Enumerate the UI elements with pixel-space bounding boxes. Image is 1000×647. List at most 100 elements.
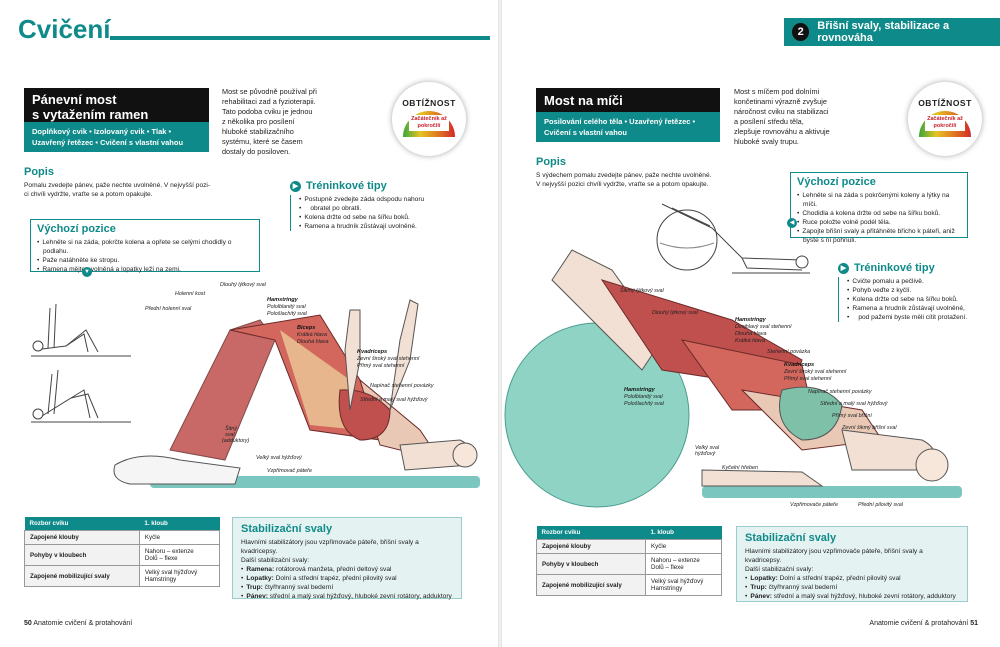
label-text: Dlouhý lýtkový sval xyxy=(220,282,267,288)
stab-item: Ramena: rotátorová manžeta, přední delto… xyxy=(241,565,453,574)
exercise-tags: Doplňkový cvik • Izolovaný cvik • Tlak •… xyxy=(24,122,209,152)
stab-heading: Stabilizační svaly xyxy=(241,523,333,535)
page-footer: Anatomie cvičení & protahování 51 xyxy=(869,620,978,627)
right-page: 2 Břišní svaly, stabilizace a rovnováha … xyxy=(502,0,1000,647)
label-text: Napínač stehenní povázky xyxy=(370,383,434,389)
tip-item: Ramena a hrudník zůstávají uvolněné. xyxy=(299,222,470,231)
start-item: Paže natáhněte ke stropu. xyxy=(42,256,251,265)
difficulty-value: Začátečník až pokročilí xyxy=(925,115,965,131)
tips-heading: Tréninkové tipy xyxy=(306,180,387,192)
label-text: Biceps xyxy=(297,325,315,331)
tips-heading: Tréninkové tipy xyxy=(854,262,935,274)
chapter-number: 2 xyxy=(792,23,810,41)
bridge-illustration xyxy=(113,299,480,488)
start-position-box: Výchozí pozice Lehněte si na záda, pokrč… xyxy=(30,219,260,274)
tip-item: obratel po obratli. xyxy=(310,205,362,212)
chapter-title: Břišní svaly, stabilizace a rovnováha xyxy=(817,20,950,44)
label-text: Velký sval xyxy=(695,445,720,451)
page-number: 51 xyxy=(970,620,978,627)
exercise-tags: Posilování celého těla • Uzavřený řetěze… xyxy=(536,112,720,142)
tip-item: Cvičte pomalu a pečlivě. xyxy=(847,277,998,286)
tags-line2: Uzavřený řetězec • Cvičení s vlastní vah… xyxy=(32,138,184,147)
label-text: Hamstringy xyxy=(735,317,767,323)
table-header: Rozbor cviku xyxy=(536,526,646,540)
table-header: 1. kloub xyxy=(139,517,220,531)
label-text: Zevní široký sval stehenní xyxy=(783,369,847,375)
label-text: Přímý sval stehenní xyxy=(357,363,405,369)
label-text: Šikmý lýtkový sval xyxy=(620,287,665,294)
label-text: Dlouhá hlava xyxy=(735,331,766,337)
start-item: Lehněte si na záda, pokrčte kolena a opř… xyxy=(42,238,251,256)
difficulty-label: OBTÍŽNOST xyxy=(402,98,456,108)
label-text: hýžďový xyxy=(695,451,715,457)
start-heading: Výchozí pozice xyxy=(797,176,876,188)
stab-intro2: Další stabilizační svaly: xyxy=(745,566,814,573)
label-text: Pološlachitý sval xyxy=(624,401,665,407)
label-text: Vzpřimovače páteře xyxy=(790,502,838,508)
ball-thumbnail xyxy=(656,203,810,274)
difficulty-gauge: Začátečník až pokročilí xyxy=(403,111,455,137)
table-header: 1. kloub xyxy=(645,526,722,540)
stabilizers-box: Stabilizační svaly Hlavními stabilizátor… xyxy=(232,517,462,601)
stab-item: Lopatky: Dolní a střední trapéz, přední … xyxy=(241,574,453,583)
stab-item: Pánev: střední a malý sval hýžďový, hlub… xyxy=(241,592,453,601)
anatomy-labels: Šikmý lýtkový sval Dlouhý lýtkový sval H… xyxy=(620,287,904,508)
start-position-box: Výchozí pozice Lehněte si na záda s pokr… xyxy=(790,172,968,244)
page-number: 50 xyxy=(24,620,32,627)
label-text: Stehenní povázka xyxy=(767,349,810,355)
label-text: Šitný xyxy=(225,425,237,432)
tip-item: Postupně zvedejte záda odspodu nahoru xyxy=(299,195,470,204)
footer-text: Anatomie cvičení & protahování xyxy=(869,620,969,627)
label-text: Pološlachitý sval xyxy=(267,311,308,317)
footer-text: Anatomie cvičení & protahování xyxy=(33,620,133,627)
label-text: Krátká hlava xyxy=(735,338,765,344)
page-footer: 50 Anatomie cvičení & protahování xyxy=(24,620,132,627)
popis-heading: Popis xyxy=(24,166,54,178)
anatomy-labels: Holenní kost Přední holenní sval Dlouhý … xyxy=(145,282,434,474)
label-text: Pololblanitý sval xyxy=(624,394,663,400)
popis-text: S výdechem pomalu zvedejte pánev, paže n… xyxy=(536,172,712,188)
label-text: Pololblanitý sval xyxy=(267,304,306,310)
label-text: Hamstringy xyxy=(624,387,656,393)
title-rule xyxy=(110,36,490,40)
tip-item: Pohyb veďte z kyčlí. xyxy=(847,286,998,295)
label-text: Přímý sval břišní xyxy=(832,413,872,419)
stab-intro: Hlavními stabilizátory jsou vzpřimovače … xyxy=(745,548,923,564)
stabilizers-box: Stabilizační svaly Hlavními stabilizátor… xyxy=(736,526,968,602)
popis-heading: Popis xyxy=(536,156,566,168)
label-text: Zevní široký sval stehenní xyxy=(356,356,420,362)
stab-item: Pánev: střední a malý sval hýžďový, hlub… xyxy=(745,592,959,601)
stab-item: Lopatky: Dolní a střední trapéz, přední … xyxy=(745,574,959,583)
label-text: Střední a malý sval hýžďový xyxy=(360,397,428,403)
label-text: Hamstringy xyxy=(267,297,299,303)
table-header: Rozbor cviku xyxy=(24,517,140,531)
chevron-down-icon: ▼ xyxy=(82,267,92,277)
sequence-thumbnails xyxy=(31,303,131,423)
exercise-intro: Most se původně používal při rehabilitac… xyxy=(222,87,317,156)
left-page: Cvičení Pánevní most s vytažením ramen D… xyxy=(0,0,498,647)
difficulty-label: OBTÍŽNOST xyxy=(918,98,972,108)
start-item: Chodidla a kolena držte od sebe na šířku… xyxy=(802,209,959,218)
stab-intro: Hlavními stabilizátory jsou vzpřimovače … xyxy=(241,539,419,555)
book-spine xyxy=(498,0,502,647)
difficulty-badge: OBTÍŽNOST Začátečník až pokročilí xyxy=(392,82,466,156)
start-heading: Výchozí pozice xyxy=(37,223,116,235)
popis-text: Pomalu zvedejte pánev, paže nechte uvoln… xyxy=(24,182,211,198)
page-title: Cvičení xyxy=(18,14,111,44)
difficulty-gauge: Začátečník až pokročilí xyxy=(919,111,971,137)
label-text: Napínač stehenní povázky xyxy=(808,389,872,395)
label-text: Střední a malý sval hýžďový xyxy=(820,401,888,407)
label-text: sval xyxy=(225,432,235,438)
arrow-right-icon: ▶ xyxy=(290,180,301,192)
label-text: Dvojhlavý sval stehenní xyxy=(735,324,792,330)
exercise-title: Most na míči xyxy=(536,88,720,114)
label-text: Kvadriceps xyxy=(357,349,387,355)
start-item: Ramena mějte uvolněná a lopatky leží na … xyxy=(42,265,251,274)
tags-line1: Doplňkový cvik • Izolovaný cvik • Tlak • xyxy=(32,127,172,136)
difficulty-value: Začátečník až pokročilí xyxy=(409,115,449,131)
